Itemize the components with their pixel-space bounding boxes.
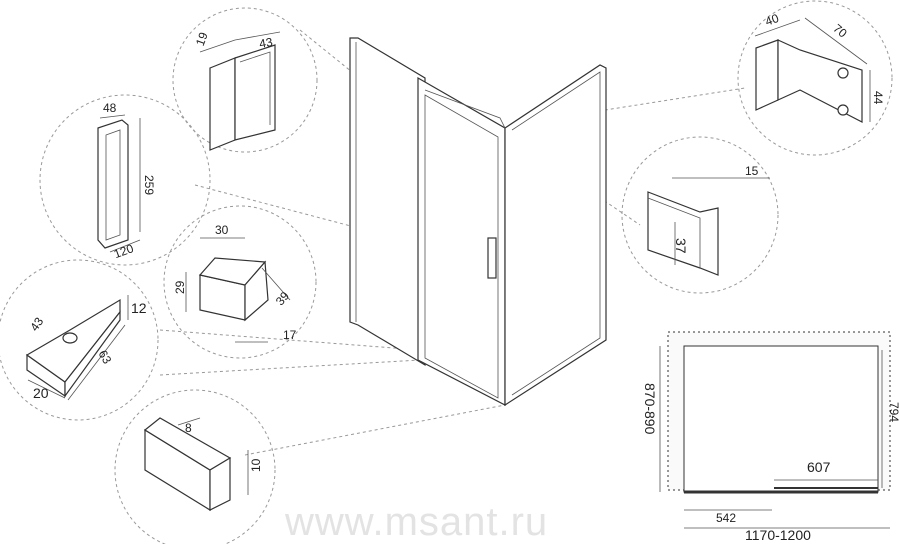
stopper-part — [25, 295, 129, 401]
dim-bottom-profile-width: 8 — [185, 421, 192, 435]
dim-stopper-length: 63 — [96, 348, 115, 367]
detail-circle-stopper — [0, 259, 159, 421]
watermark: www.msant.ru — [285, 500, 549, 544]
dim-bracket-height: 44 — [871, 91, 885, 105]
dim-top-profile-depth: 19 — [193, 30, 211, 48]
dim-stopper-depth: 20 — [33, 385, 49, 401]
dim-plan-fixed-panel: 542 — [716, 511, 736, 525]
dim-plan-door-opening: 607 — [807, 459, 831, 475]
dim-handle-depth: 120 — [112, 241, 136, 261]
dim-knob-offset: 17 — [283, 328, 297, 342]
dim-bottom-profile-height: 10 — [249, 458, 263, 472]
dim-plan-depth: 870-890 — [642, 383, 658, 435]
detail-circle-handle — [39, 94, 211, 266]
detail-circle-bottom-profile — [114, 389, 276, 544]
dim-stopper-height: 12 — [131, 300, 147, 316]
dim-plan-inner-depth: 794 — [887, 402, 900, 422]
dim-rail-height: 37 — [673, 238, 689, 254]
knob-part — [185, 237, 291, 343]
dim-handle-height: 259 — [142, 175, 156, 195]
bottom-profile-part — [143, 417, 249, 512]
detail-circle-wall-bracket — [737, 0, 893, 156]
top-profile-part — [199, 31, 281, 151]
dim-bracket-length: 70 — [830, 21, 849, 41]
dim-knob-width: 30 — [215, 223, 229, 237]
dim-top-profile-width: 43 — [258, 35, 274, 51]
plan-view — [659, 331, 891, 529]
dim-stopper-width: 43 — [27, 314, 46, 333]
top-rail-part — [647, 177, 770, 276]
dim-handle-width: 48 — [103, 101, 117, 115]
detail-circle-knob — [163, 205, 317, 359]
dim-rail-width: 15 — [745, 164, 759, 178]
handle-part — [97, 114, 141, 253]
shower-enclosure — [349, 37, 607, 407]
door-handle — [487, 237, 497, 279]
dim-plan-total-width: 1170-1200 — [745, 527, 811, 543]
detail-circle-top-rail — [621, 136, 779, 294]
dim-knob-height: 29 — [173, 280, 187, 294]
dim-bracket-width: 40 — [763, 11, 781, 29]
detail-circle-top-profile — [172, 7, 318, 153]
dim-knob-depth: 39 — [273, 289, 293, 308]
wall-bracket-part — [754, 17, 871, 123]
